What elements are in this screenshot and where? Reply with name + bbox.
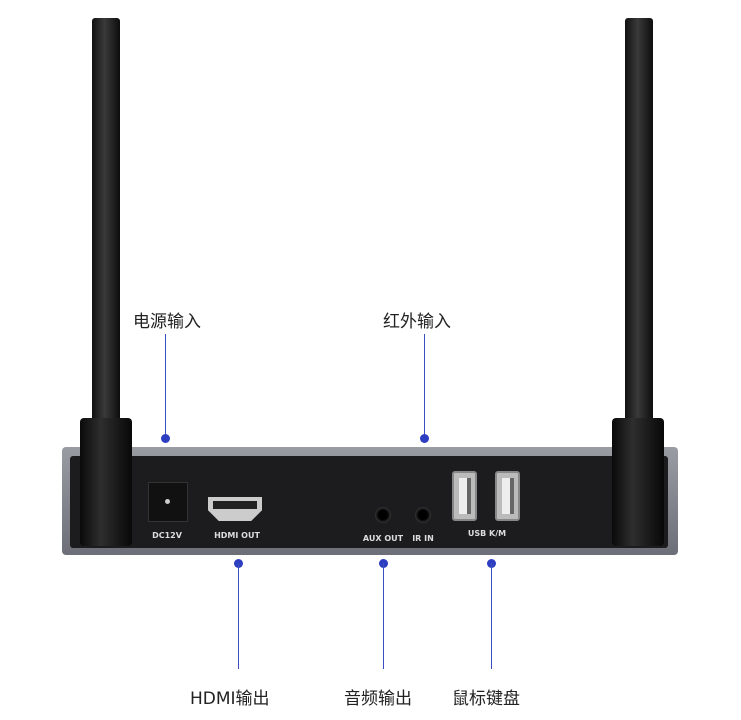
dc-jack — [148, 482, 188, 522]
callout-audio-out: 音频输出 — [344, 689, 412, 709]
callout-dot — [161, 434, 170, 443]
ir-port-label: IR IN — [412, 534, 434, 543]
callout-hdmi-out: HDMI输出 — [190, 689, 270, 709]
callout-line — [491, 563, 492, 669]
usb-port-2 — [495, 471, 520, 521]
right-antenna-base — [612, 418, 664, 546]
callout-ir-in: 红外输入 — [383, 312, 451, 332]
hdmi-port-label: HDMI OUT — [214, 531, 260, 540]
dc-port-label: DC12V — [152, 531, 182, 540]
left-antenna — [92, 18, 120, 438]
callout-power-in: 电源输入 — [133, 312, 201, 332]
callout-line — [165, 334, 166, 438]
ir-jack — [415, 507, 431, 523]
aux-jack — [375, 507, 391, 523]
right-antenna — [625, 18, 653, 438]
aux-port-label: AUX OUT — [362, 534, 404, 543]
callout-line — [424, 334, 425, 438]
hdmi-port — [208, 497, 262, 521]
callout-line — [383, 563, 384, 669]
callout-line — [238, 563, 239, 669]
callout-mouse-keyboard: 鼠标键盘 — [452, 689, 520, 709]
callout-dot — [420, 434, 429, 443]
usb-port-label: USB K/M — [467, 529, 507, 538]
usb-port-1 — [452, 471, 477, 521]
left-antenna-base — [80, 418, 132, 546]
